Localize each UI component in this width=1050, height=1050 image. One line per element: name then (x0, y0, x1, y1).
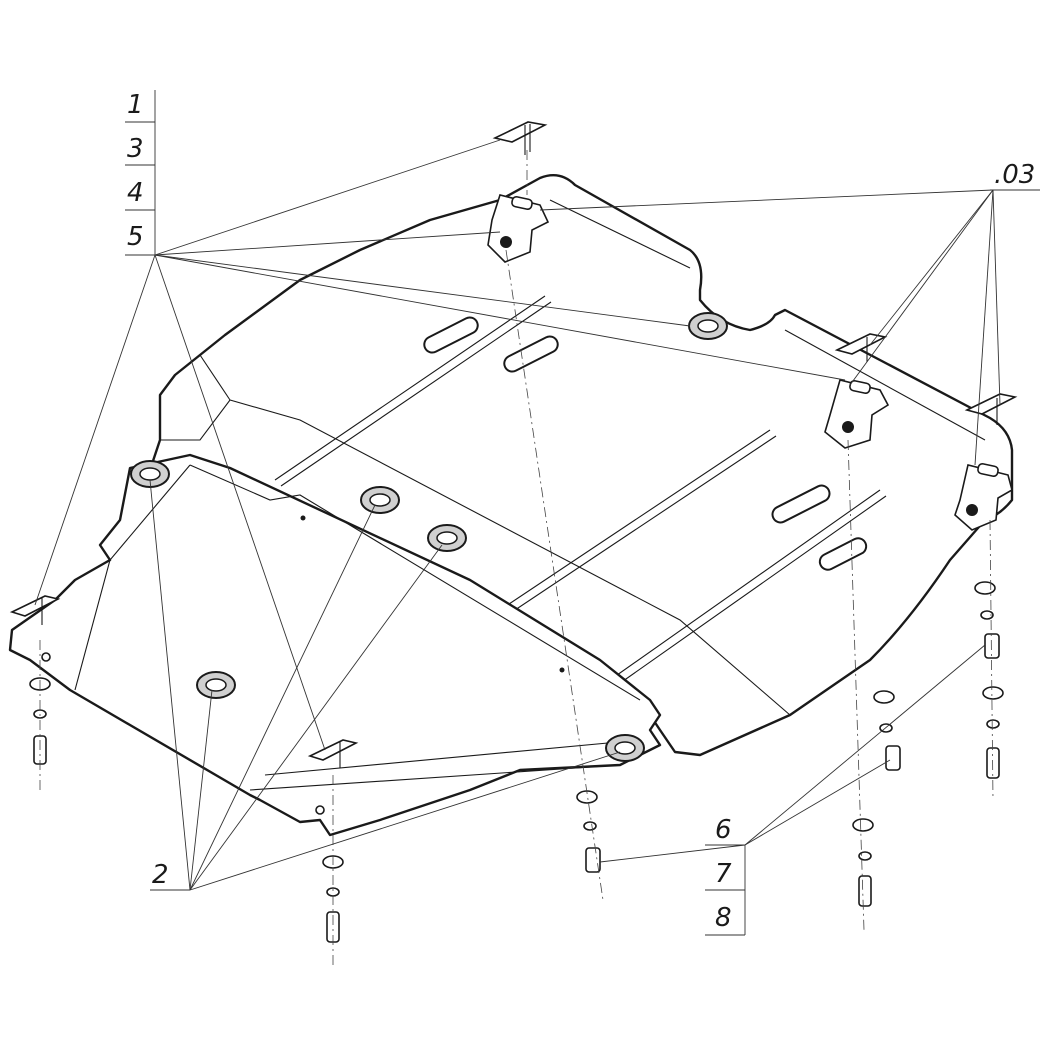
rubber-grommets (130, 312, 728, 762)
stiffening-ribs (274, 295, 887, 687)
callout-label-8: 8 (715, 903, 732, 933)
callout-label-5: 5 (127, 222, 144, 252)
callout-label-3: 3 (127, 134, 144, 164)
callout-bottom-right: 6 7 8 (715, 815, 732, 933)
leader-lines (34, 90, 1001, 936)
assembly-axis-lines (39, 150, 994, 965)
vent-slots (423, 316, 868, 571)
callout-label-7: 7 (715, 859, 732, 889)
callout-top-left: 1 3 4 5 (125, 90, 155, 252)
mounting-brackets (487, 194, 1013, 531)
callout-bottom-left: 2 (152, 860, 169, 890)
callout-label-4: 4 (127, 178, 144, 208)
callout-top-right: .03 (990, 160, 1040, 191)
callout-label-03: .03 (994, 160, 1035, 190)
callout-label-1: 1 (127, 90, 144, 120)
callout-label-6: 6 (715, 815, 732, 845)
callout-label-2: 2 (152, 860, 169, 890)
front-skid-plate (8, 453, 662, 837)
clip-nuts (9, 121, 1018, 768)
